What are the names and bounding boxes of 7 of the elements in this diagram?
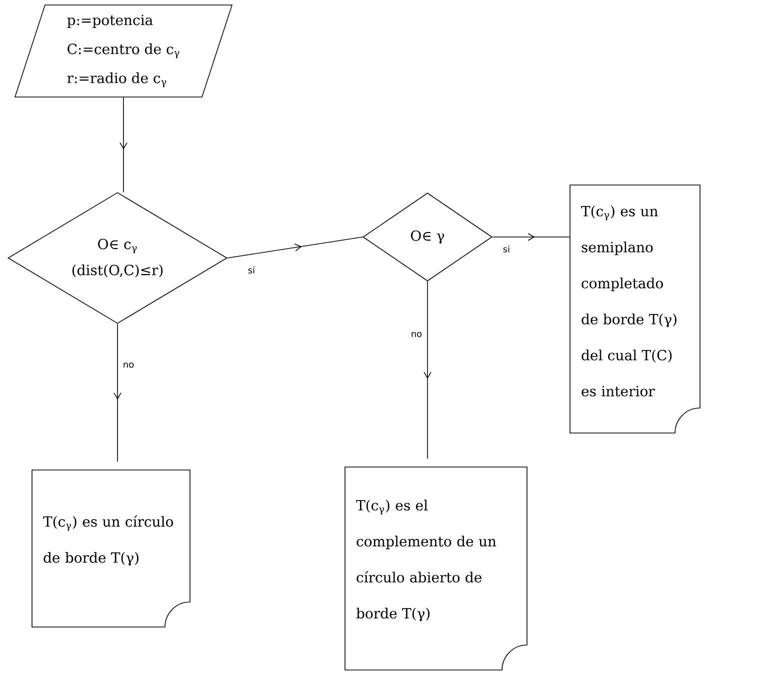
document-box: T(c$_{γ}$) es el complemento de un círculo abierto de borde T(γ) bbox=[344, 466, 528, 670]
document-box: T(c$_{γ}$) es un círculo de borde T(γ) bbox=[32, 470, 190, 628]
document-box: T(c$_{γ}$) es un semiplano completado de borde T(γ) del cual T(C) es interior bbox=[570, 184, 700, 434]
edge-label: no bbox=[410, 330, 424, 338]
edge-label: si bbox=[502, 244, 511, 254]
edge-label: no bbox=[122, 362, 136, 369]
edge-label: si bbox=[246, 266, 256, 274]
